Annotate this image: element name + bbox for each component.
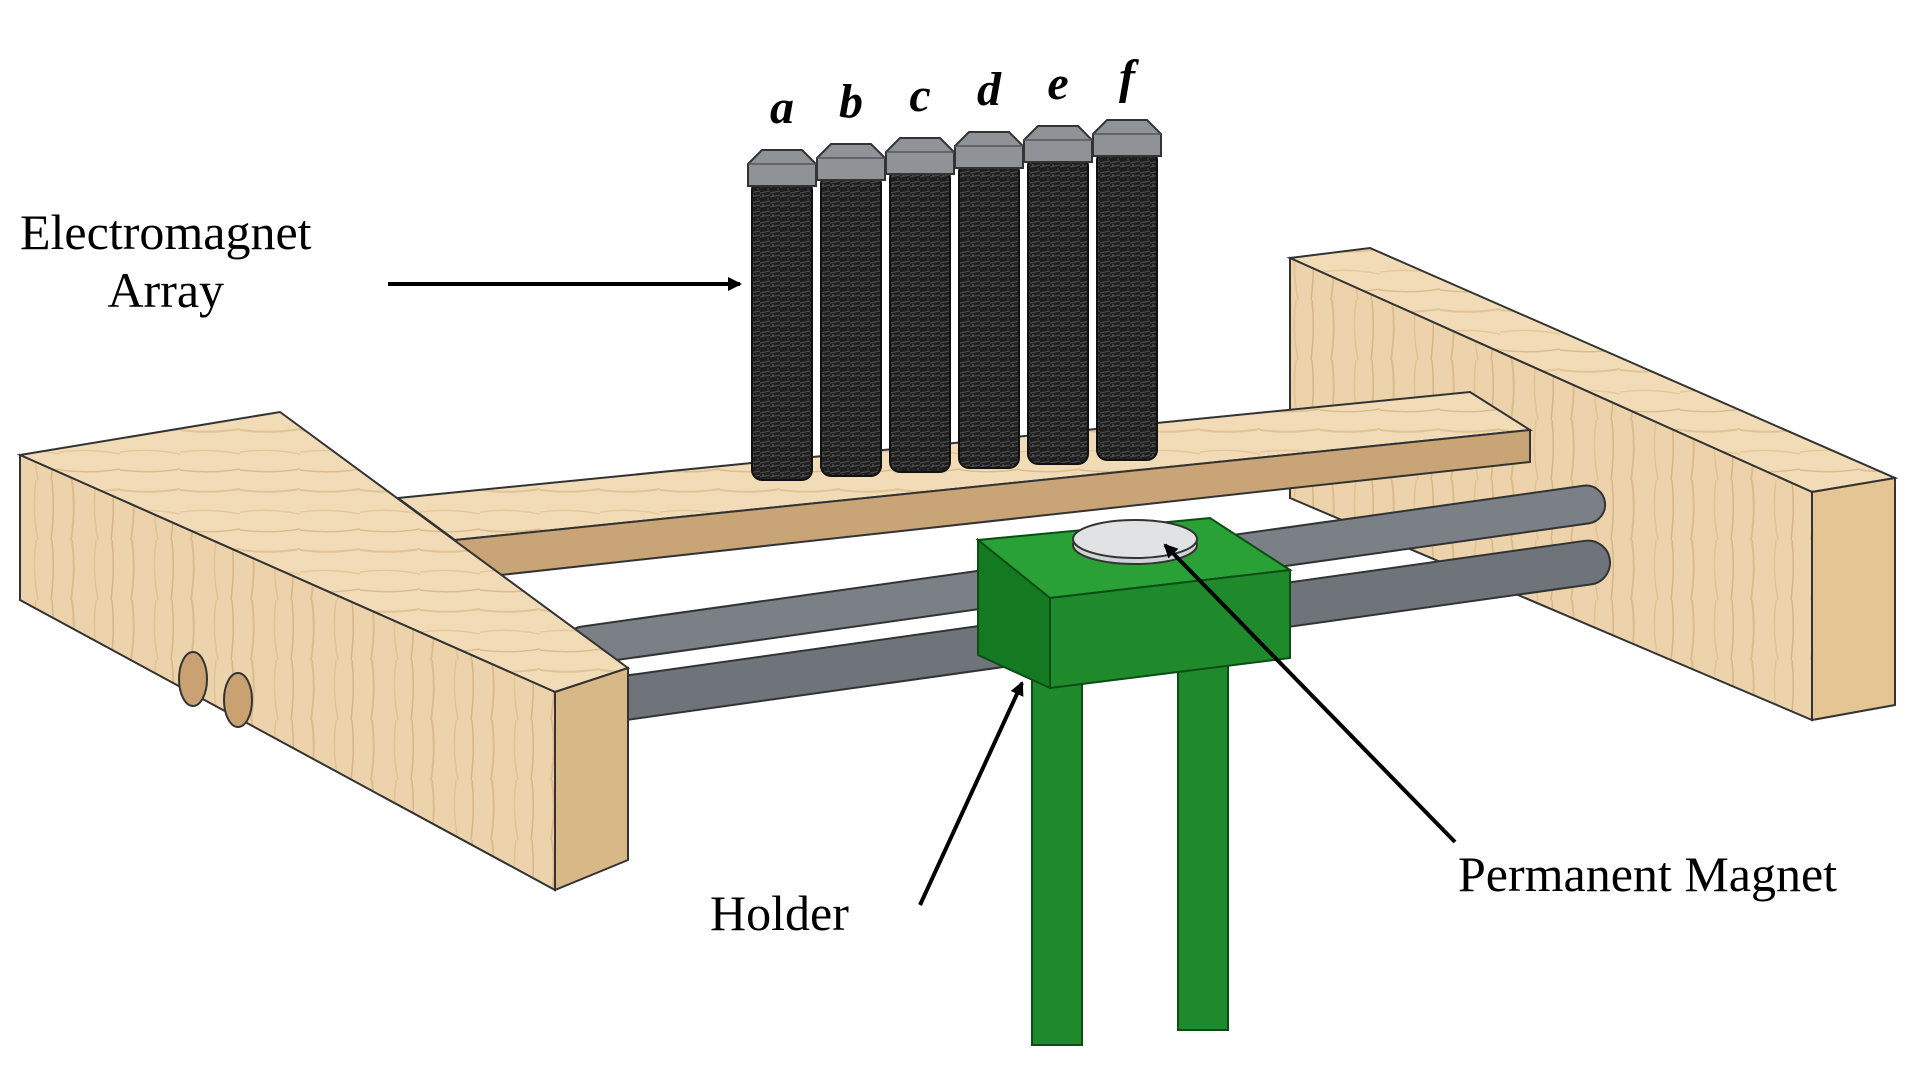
electromagnet-coil-f [1092,119,1162,461]
coil-label-a: a [770,81,794,134]
permanent-magnet-label: Permanent Magnet [1458,846,1838,902]
electromagnet-coil-e [1023,125,1093,465]
coil-label-b: b [839,75,863,128]
right-wood-block [1286,246,1899,722]
holder-block [975,516,1293,1046]
holder-arrow [918,681,1024,906]
permanent-magnet-arrow [1163,543,1457,844]
coil-label-e: e [1047,57,1069,110]
left-wood-block [16,410,631,892]
electromagnet-coil-a [747,149,817,481]
callout-arrows [388,277,1457,906]
electromagnet-array [747,119,1162,481]
label-line: Array [107,261,225,318]
holder-leg [1031,649,1083,1046]
coil-label-c: c [909,69,931,122]
mounting-hole [178,651,208,707]
electromagnet-array-label: Electromagnet Array [20,204,312,319]
coil-label-f: f [1119,51,1135,104]
electromagnet-coil-d [954,131,1024,469]
electromagnet-coil-c [885,137,955,473]
electromagnet-coil-b [816,143,886,477]
coil-label-d: d [977,63,1001,116]
mounting-hole [223,672,253,728]
holder-label: Holder [710,885,849,941]
holder-leg [1177,639,1229,1031]
label-line: Electromagnet [20,204,312,260]
